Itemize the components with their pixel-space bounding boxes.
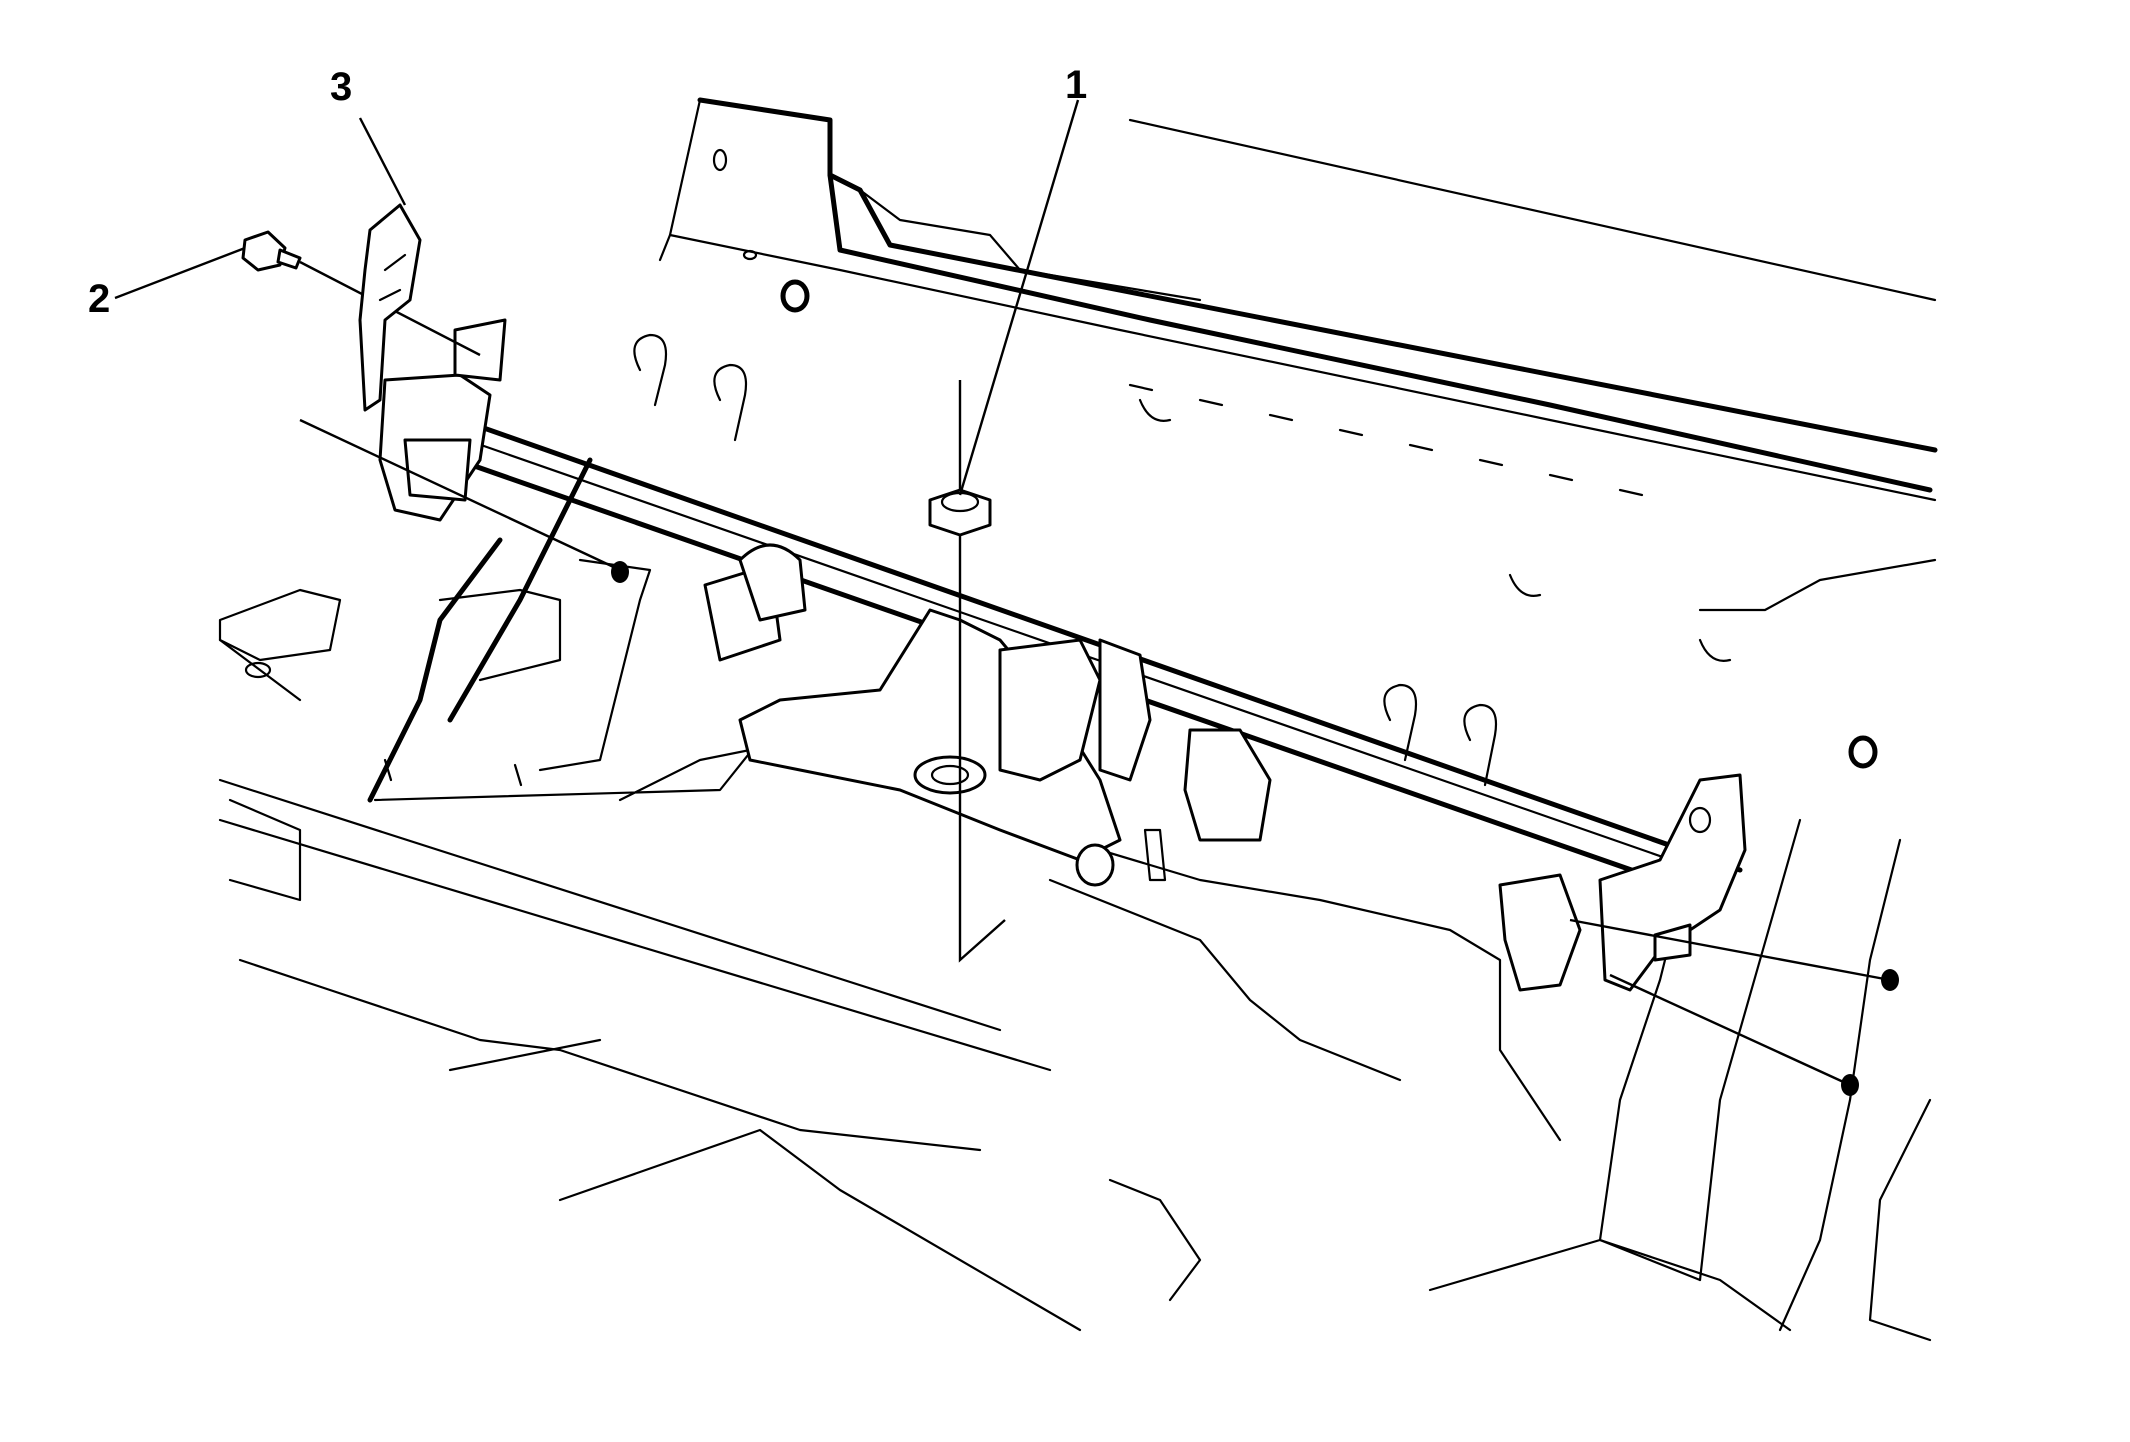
center-buckle-assembly (703, 543, 1498, 887)
right-anchor-bracket (1498, 773, 1747, 992)
callout-3-label: 3 (330, 65, 352, 109)
left-anchor-bracket (378, 318, 748, 522)
callout-2-label: 2 (88, 277, 110, 321)
rear-floor-pan (218, 457, 1932, 1342)
callout-1-label: 1 (1065, 63, 1087, 107)
rear-bulkhead-panel (658, 97, 1938, 769)
hole-leader-lines (611, 561, 1899, 1096)
nut-part (928, 380, 1006, 963)
callout-3: 3 (330, 65, 407, 206)
callout-2: 2 (88, 246, 246, 321)
bracket-part (358, 203, 422, 412)
callout-1: 1 (958, 63, 1087, 496)
